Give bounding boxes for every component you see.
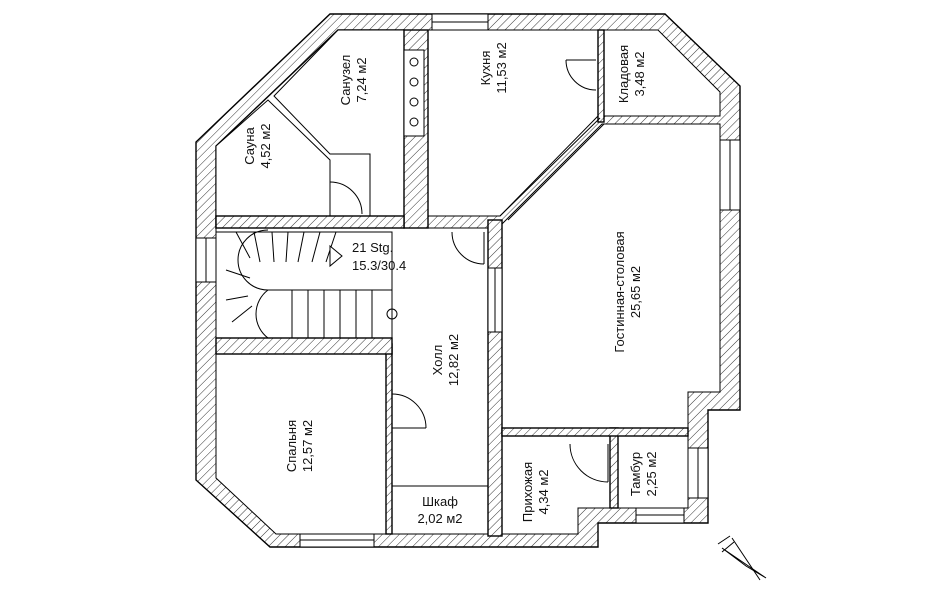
label-closet: Шкаф 2,02 м2 xyxy=(417,494,462,526)
svg-text:12,57 м2: 12,57 м2 xyxy=(300,420,315,472)
window-bottom xyxy=(299,533,375,548)
compass-arrow-icon xyxy=(717,535,767,581)
window-left xyxy=(195,237,217,283)
label-sanuzel: Санузел 7,24 м2 xyxy=(338,55,369,106)
door-bedroom xyxy=(391,393,427,429)
label-kitchen: Кухня 11,53 м2 xyxy=(478,42,509,93)
label-sauna: Сауна 4,52 м2 xyxy=(242,123,273,168)
svg-text:7,24 м2: 7,24 м2 xyxy=(354,57,369,102)
svg-text:Кухня: Кухня xyxy=(478,51,493,86)
svg-text:Сауна: Сауна xyxy=(242,126,257,164)
svg-text:15.3/30.4: 15.3/30.4 xyxy=(352,258,406,273)
staircase xyxy=(225,229,398,339)
svg-text:Прихожая: Прихожая xyxy=(520,462,535,522)
svg-text:Санузел: Санузел xyxy=(338,55,353,106)
svg-text:Гостинная-столовая: Гостинная-столовая xyxy=(612,231,627,352)
label-pantry: Кладовая 3,48 м2 xyxy=(616,45,647,103)
svg-text:4,34 м2: 4,34 м2 xyxy=(536,469,551,514)
svg-text:Тамбур: Тамбур xyxy=(628,452,643,496)
window-right xyxy=(719,139,741,211)
window-vestibule-bottom xyxy=(635,507,685,524)
window-vestibule-right xyxy=(687,447,709,499)
svg-text:2,02 м2: 2,02 м2 xyxy=(417,511,462,526)
stove-icon xyxy=(403,49,425,137)
door-hall-kitchen xyxy=(451,231,485,265)
door-kitchen xyxy=(565,59,597,91)
label-hall: Холл 12,82 м2 xyxy=(430,334,461,386)
label-entrance: Прихожая 4,34 м2 xyxy=(520,462,551,522)
svg-text:11,53 м2: 11,53 м2 xyxy=(494,42,509,93)
window-inner xyxy=(487,267,503,333)
svg-text:25,65 м2: 25,65 м2 xyxy=(628,266,643,318)
label-living: Гостинная-столовая 25,65 м2 xyxy=(612,231,643,352)
svg-text:2,25 м2: 2,25 м2 xyxy=(644,451,659,496)
label-bedroom: Спальня 12,57 м2 xyxy=(284,420,315,472)
svg-text:Шкаф: Шкаф xyxy=(422,494,458,509)
svg-text:Кладовая: Кладовая xyxy=(616,45,631,103)
svg-text:21 Stg.: 21 Stg. xyxy=(352,240,393,255)
svg-text:12,82 м2: 12,82 м2 xyxy=(446,334,461,386)
label-stairs: 21 Stg. 15.3/30.4 xyxy=(352,240,406,273)
room-vestibule xyxy=(617,435,689,509)
window-top xyxy=(431,13,489,31)
door-sauna xyxy=(329,181,363,215)
label-vestibule: Тамбур 2,25 м2 xyxy=(628,451,659,496)
room-closet xyxy=(391,485,489,535)
door-entrance xyxy=(569,443,609,483)
svg-text:4,52 м2: 4,52 м2 xyxy=(258,123,273,168)
svg-text:Спальня: Спальня xyxy=(284,420,299,472)
svg-text:Холл: Холл xyxy=(430,345,445,376)
svg-text:3,48 м2: 3,48 м2 xyxy=(632,51,647,96)
